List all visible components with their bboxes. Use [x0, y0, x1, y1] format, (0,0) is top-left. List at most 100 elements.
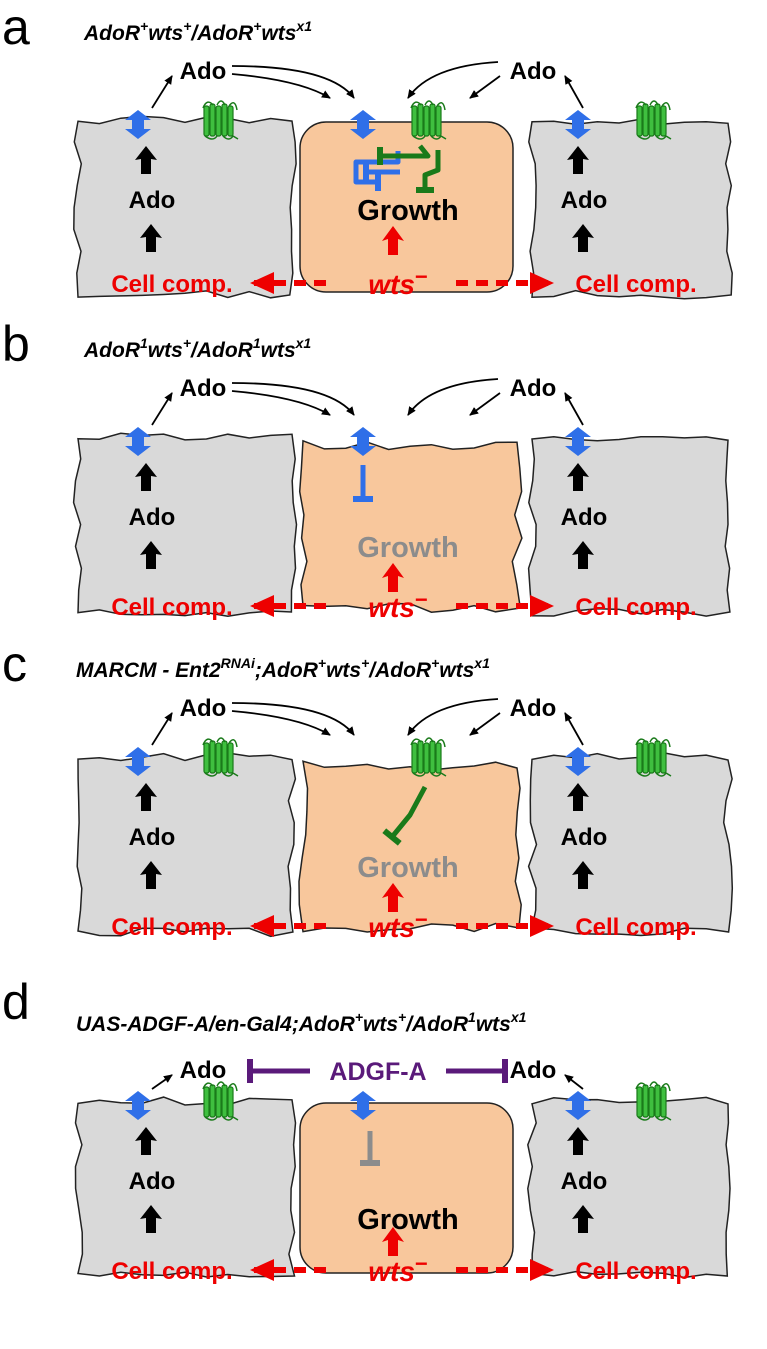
ado-intracellular-left: Ado: [129, 504, 176, 531]
genotype-segment: wts: [439, 659, 474, 682]
ado-intracellular-left: Ado: [129, 824, 176, 851]
adenosine-receptor-icon: [410, 100, 447, 140]
cell-comp-left-label: Cell comp.: [111, 271, 232, 298]
genotype-segment: AdoR: [83, 22, 141, 45]
adenosine-receptor-icon: [635, 100, 672, 140]
adenosine-receptor-icon: [635, 1081, 672, 1121]
cell-comp-right-label: Cell comp.: [575, 594, 696, 621]
growth-label: Growth: [357, 1204, 459, 1236]
efflux-arrow-left: [151, 392, 173, 426]
cell-comp-right-label: Cell comp.: [575, 271, 696, 298]
genotype-superscript: +: [183, 335, 191, 351]
left-neighbor-cell: [72, 432, 298, 617]
efflux-arrow-right: [564, 392, 584, 426]
genotype-superscript: x1: [295, 18, 312, 34]
genotype-superscript: +: [398, 1009, 406, 1025]
efflux-arrow-right: [564, 1074, 584, 1090]
genotype-superscript: +: [318, 655, 326, 671]
ado-extracellular-left: Ado: [180, 58, 227, 85]
receptor-inhibits-transporter: [377, 144, 431, 165]
genotype-segment: wts: [326, 659, 361, 682]
ado-extracellular-left: Ado: [180, 695, 227, 722]
genotype-segment: wts: [476, 1013, 511, 1036]
ado-to-center-arrow-top-left: [231, 65, 355, 99]
panel-letter: b: [2, 316, 30, 372]
genotype-superscript: +: [355, 1009, 363, 1025]
genotype-superscript: +: [361, 655, 369, 671]
adenosine-receptor-icon: [635, 737, 672, 777]
growth-label: Growth: [357, 852, 459, 884]
right-neighbor-cell: [527, 435, 731, 617]
genotype-segment: /AdoR: [368, 659, 432, 682]
genotype-superscript: +: [253, 18, 261, 34]
transporter-inhibits-growth: [353, 465, 373, 502]
genotype-superscript: x1: [510, 1009, 527, 1025]
genotype-superscript: +: [183, 18, 191, 34]
ado-extracellular-right: Ado: [510, 695, 557, 722]
genotype-title: AdoR1​wts+​/AdoR1​wtsx1​: [83, 335, 311, 362]
genotype-segment: wts: [148, 22, 183, 45]
panel-letter: a: [2, 0, 30, 55]
adgf-a-label: ADGF-A: [329, 1058, 426, 1086]
wts-mutant-cell: [298, 760, 522, 933]
ado-to-center-arrow-top-left: [231, 702, 355, 736]
ado-intracellular-right: Ado: [561, 504, 608, 531]
cell-comp-right-label: Cell comp.: [575, 914, 696, 941]
panel-d: dUAS-ADGF-A/en-Gal4;AdoR+​wts+​/AdoR1​wt…: [2, 974, 731, 1287]
genotype-segment: wts: [261, 22, 296, 45]
genotype-segment: wts: [261, 339, 296, 362]
ado-intracellular-right: Ado: [561, 824, 608, 851]
genotype-superscript: 1: [253, 335, 261, 351]
genotype-segment: AdoR: [83, 339, 141, 362]
ado-to-center-arrow-top-right: [407, 698, 499, 736]
ado-extracellular-right: Ado: [510, 58, 557, 85]
ado-intracellular-right: Ado: [561, 1168, 608, 1195]
efflux-arrow-left: [151, 75, 173, 109]
adenosine-receptor-icon: [202, 737, 239, 777]
genotype-segment: ;AdoR: [255, 659, 319, 682]
wts-mutant-label: wts−: [368, 587, 428, 623]
genotype-segment: /AdoR: [190, 22, 254, 45]
cell-comp-right-label: Cell comp.: [575, 1258, 696, 1285]
panel-letter: d: [2, 974, 30, 1030]
genotype-segment: MARCM - Ent2: [76, 659, 221, 682]
genotype-superscript: 1: [468, 1009, 476, 1025]
growth-label: Growth: [357, 195, 459, 227]
panel-b: bAdoR1​wts+​/AdoR1​wtsx1​AdoAdoAdoAdoGro…: [2, 316, 731, 623]
ado-to-center-arrow-bottom-left: [231, 710, 331, 736]
efflux-arrow-left: [151, 1074, 173, 1090]
wts-mutant-cell: [299, 1102, 514, 1274]
ado-to-center-arrow-top-right: [407, 378, 499, 416]
ado-to-center-arrow-bottom-left: [231, 390, 331, 416]
cell-comp-left-label: Cell comp.: [111, 914, 232, 941]
cell-comp-left-label: Cell comp.: [111, 594, 232, 621]
genotype-segment: UAS-ADGF-A/en-Gal4;AdoR: [76, 1013, 356, 1036]
ado-extracellular-left: Ado: [180, 1057, 227, 1084]
ado-intracellular-left: Ado: [129, 187, 176, 214]
wts-mutant-label: wts−: [368, 264, 428, 300]
efflux-arrow-right: [564, 75, 584, 109]
ado-to-center-arrow-bottom-right: [469, 392, 501, 416]
efflux-arrow-left: [151, 712, 173, 746]
wts-mutant-cell: [299, 121, 514, 293]
genotype-superscript: 1: [140, 335, 148, 351]
genotype-title: UAS-ADGF-A/en-Gal4;AdoR+​wts+​/AdoR1​wts…: [76, 1009, 527, 1036]
ado-extracellular-right: Ado: [510, 375, 557, 402]
genotype-segment: /AdoR: [405, 1013, 469, 1036]
ado-to-center-arrow-top-left: [231, 382, 355, 416]
genotype-superscript: RNAi: [221, 655, 256, 671]
wts-mutant-label: wts−: [368, 907, 428, 943]
ado-to-center-arrow-top-right: [407, 61, 499, 99]
genotype-title: AdoR+​wts+​/AdoR+​wtsx1​: [83, 18, 312, 45]
genotype-superscript: +: [431, 655, 439, 671]
receptor-inhibits-growth: [416, 150, 441, 193]
adenosine-receptor-icon: [202, 1081, 239, 1121]
transporter-inhibits-growth: [360, 1131, 380, 1166]
ado-extracellular-left: Ado: [180, 375, 227, 402]
ado-intracellular-right: Ado: [561, 187, 608, 214]
right-neighbor-cell: [527, 1096, 731, 1279]
growth-label: Growth: [357, 532, 459, 564]
right-neighbor-cell: [527, 751, 734, 937]
